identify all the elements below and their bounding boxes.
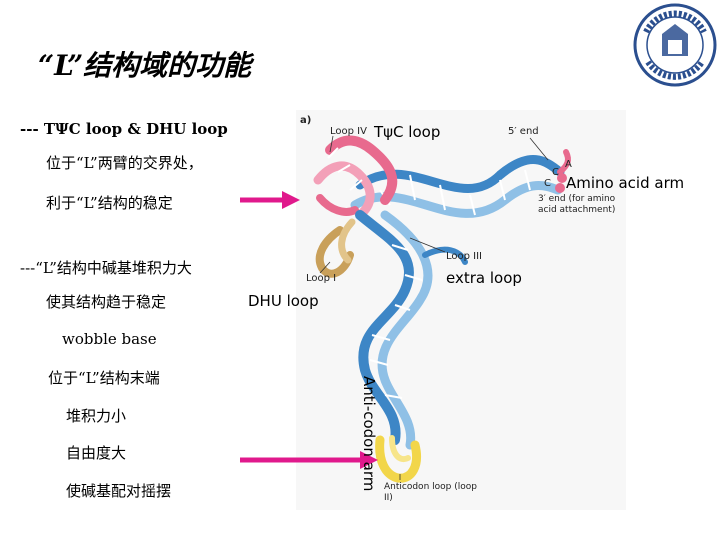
extra-loop-label: extra loop xyxy=(446,269,522,287)
loop4-label: Loop IV xyxy=(330,126,367,137)
university-seal-icon xyxy=(632,2,718,88)
p1-heading: --- TΨC loop & DHU loop xyxy=(20,120,228,138)
five-end-label: 5′ end xyxy=(508,126,539,137)
figure-background xyxy=(296,110,626,510)
p2-line1: 使其结构趋于稳定 xyxy=(46,293,167,311)
nucleotide-c2: C xyxy=(544,178,551,189)
dhu-arm xyxy=(315,218,356,278)
p3-heading: wobble base xyxy=(62,330,157,348)
p2-heading: ---“L”结构中碱基堆积力大 xyxy=(20,259,192,277)
loop3-pointer xyxy=(409,237,446,253)
p1-line1: 位于“L”两臂的交界处， xyxy=(46,154,203,172)
loop1-pointer xyxy=(319,261,331,274)
anticodon-arm-label: Anti-codon arm xyxy=(360,376,378,492)
cca-tail xyxy=(555,149,571,193)
nucleotide-a: A xyxy=(565,159,572,170)
p3-line2: 堆积力小 xyxy=(66,407,127,425)
anticodon-loop-label: Anticodon loop (loop II) xyxy=(384,482,477,503)
logo-graphic xyxy=(633,3,717,87)
loop4-pointer xyxy=(329,135,334,153)
dhu-loop-label: DHU loop xyxy=(248,292,319,310)
five-end-pointer xyxy=(529,137,549,161)
p3-line1: 位于“L”结构末端 xyxy=(48,369,160,387)
panel-label: a) xyxy=(300,115,312,126)
three-end-label: 3′ end (for amino acid attachment) xyxy=(538,194,616,215)
p3-line4: 使碱基配对摇摆 xyxy=(66,482,172,500)
arrow-tpsic xyxy=(240,191,300,209)
loop1-label: Loop I xyxy=(306,273,337,284)
tpsic-loop-label: TψC loop xyxy=(374,123,441,141)
p3-line3: 自由度大 xyxy=(66,444,127,462)
page-title: “L”结构域的功能 xyxy=(38,49,252,82)
nucleotide-c1: C xyxy=(552,167,559,178)
arrow-anticodon xyxy=(240,451,378,469)
amino-acid-arm-label: Amino acid arm xyxy=(566,174,685,192)
p1-line2: 利于“L”结构的稳定 xyxy=(46,194,173,212)
anticodon-stem xyxy=(355,210,433,450)
extra-loop-strand xyxy=(422,246,468,265)
anticodon-loop xyxy=(375,435,421,483)
tpsic-arm xyxy=(313,135,398,220)
loop3-label: Loop III xyxy=(446,251,483,262)
